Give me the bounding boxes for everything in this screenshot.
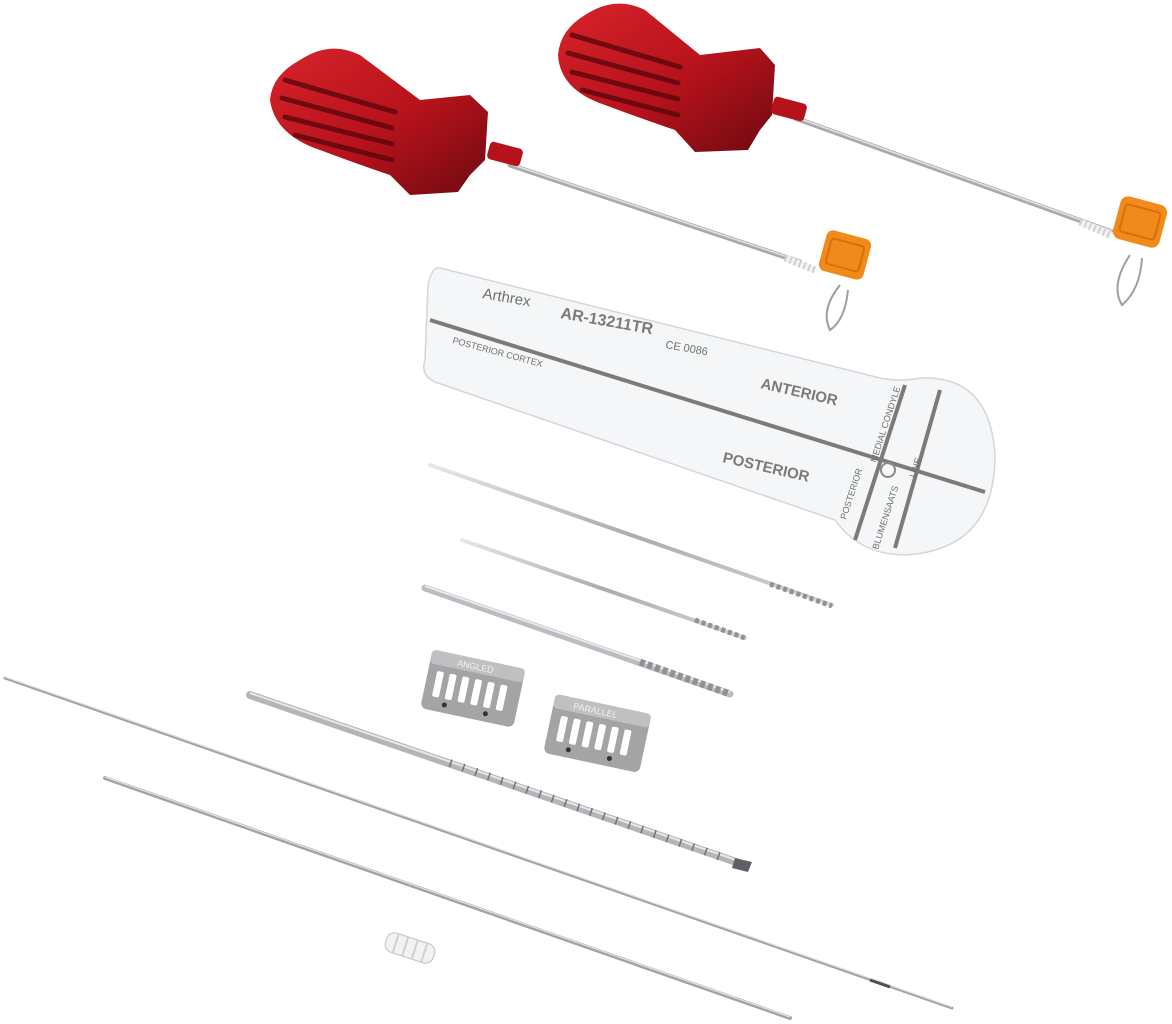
white-spring-coil <box>783 254 817 274</box>
drill-handle-right <box>558 3 1168 307</box>
angled-guide: ANGLED <box>421 650 525 727</box>
red-handle-body <box>270 48 488 195</box>
guide-pin-long <box>3 676 954 1010</box>
white-interference-screw <box>384 932 436 964</box>
orange-tip-cap <box>1112 196 1168 307</box>
drill-bit-short <box>421 584 734 698</box>
white-spring-coil <box>1078 218 1114 240</box>
femoral-template: Arthrex AR-13211TR CE 0086 POSTERIOR COR… <box>423 267 996 556</box>
drill-bit-long <box>428 463 834 609</box>
graduated-reamer <box>246 691 752 872</box>
parallel-guide: PARALLEL <box>544 694 651 772</box>
guide-pin-pointed <box>103 776 792 1020</box>
orange-tip-cap <box>818 230 872 332</box>
drill-handle-left <box>270 48 872 332</box>
drill-bit-medium <box>460 538 747 641</box>
